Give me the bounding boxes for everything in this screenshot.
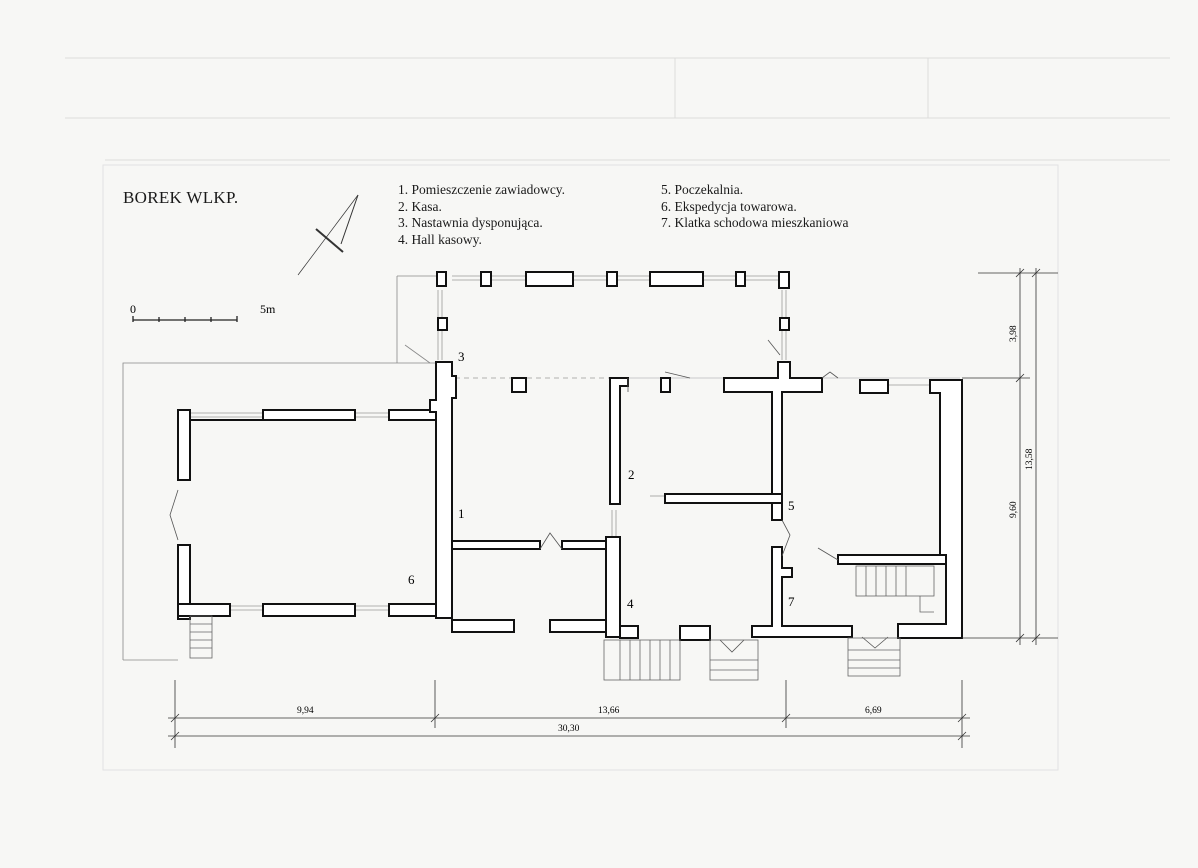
dimension-label: 13,58 <box>1025 448 1035 470</box>
site-outline <box>122 275 436 661</box>
station-title: BOREK WLKP. <box>123 188 239 207</box>
scale-end-label: 5m <box>260 302 276 316</box>
walls <box>177 271 963 641</box>
legend-item: 7. Klatka schodowa mieszkaniowa <box>661 215 849 230</box>
dimension-label: 3,98 <box>1009 325 1019 342</box>
bottom-dimension-lines <box>168 680 970 748</box>
dimension-label: 9,94 <box>297 706 314 716</box>
legend-item: 4. Hall kasowy. <box>398 231 482 247</box>
door-swings <box>169 339 889 653</box>
dimension-label: 30,30 <box>558 724 580 734</box>
room-number-label: 7 <box>788 594 795 609</box>
dimension-label: 9,60 <box>1009 501 1019 518</box>
legend-item: 3. Nastawnia dysponująca. <box>398 215 543 230</box>
legend-item: 1. Pomieszczenie zawiadowcy. <box>398 182 566 197</box>
scale-bar <box>132 316 238 322</box>
room-number-label: 5 <box>788 498 795 513</box>
room-number-label: 1 <box>458 506 465 521</box>
room-number-label: 3 <box>458 349 465 364</box>
sheet-frame <box>102 164 1059 771</box>
title-block <box>65 57 1170 161</box>
room-number-label: 6 <box>408 572 415 587</box>
room-number-label: 2 <box>628 467 635 482</box>
right-dimension-lines <box>962 268 1058 645</box>
scale-start-label: 0 <box>130 302 136 316</box>
legend-item: 6. Ekspedycja towarowa. <box>661 198 797 214</box>
room-number-label: 4 <box>627 596 634 611</box>
dimension-label: 6,69 <box>865 706 882 716</box>
legend-column-2: 5. Poczekalnia. 6. Ekspedycja towarowa. … <box>661 182 848 232</box>
legend-item: 5. Poczekalnia. <box>661 182 744 197</box>
stairs <box>189 565 935 681</box>
dimension-label: 13,66 <box>598 706 620 716</box>
legend-item: 2. Kasa. <box>398 198 442 214</box>
legend-column-1: 1. Pomieszczenie zawiadowcy. 2. Kasa. 3.… <box>398 182 565 248</box>
north-arrow-icon <box>297 194 359 276</box>
